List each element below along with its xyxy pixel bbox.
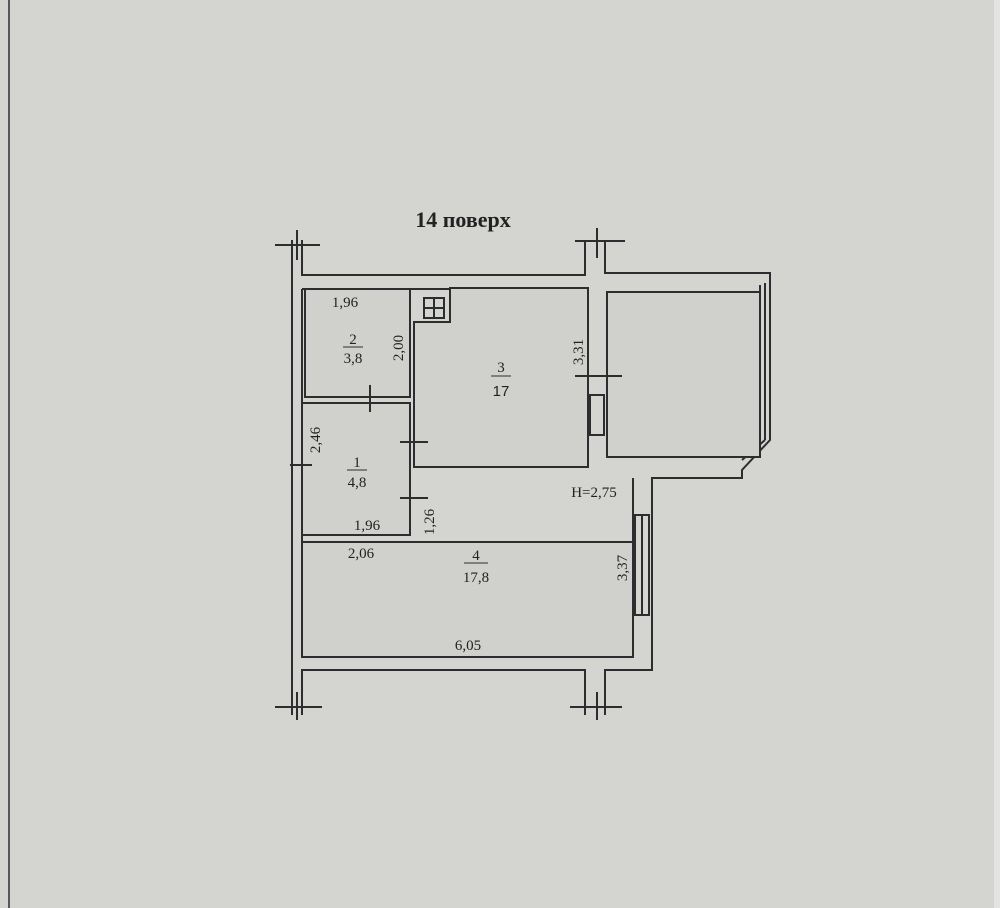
windows-and-doors <box>290 375 650 616</box>
dim-corridor-gap: 1,26 <box>422 508 438 535</box>
room-1-number: 1 <box>353 455 361 471</box>
dim-room2-width: 1,96 <box>332 295 359 311</box>
axis-markers <box>275 228 625 720</box>
room-2-area: 3,8 <box>344 351 363 367</box>
dim-room4-left-width: 2,06 <box>348 546 375 562</box>
dim-room3-height: 3,31 <box>571 339 587 365</box>
ventilation-shaft-icon <box>423 297 445 319</box>
room-2 <box>304 288 411 398</box>
plan-title: 14 поверх <box>415 207 511 232</box>
room-3-number: 3 <box>497 360 505 376</box>
room-3 <box>413 287 589 468</box>
dim-room2-height: 2,00 <box>391 335 407 361</box>
dim-room4-width: 6,05 <box>455 638 481 654</box>
dim-room4-height: 3,37 <box>615 554 631 581</box>
room-1 <box>301 402 411 536</box>
dim-room1-width: 1,96 <box>354 518 381 534</box>
room-4-area: 17,8 <box>463 570 489 586</box>
room-2-number: 2 <box>349 332 357 348</box>
ceiling-height: H=2,75 <box>571 485 617 501</box>
room-1-area: 4,8 <box>348 475 367 491</box>
dim-room1-height: 2,46 <box>308 426 324 453</box>
page-edge <box>8 0 10 908</box>
page-edge-right <box>994 0 1000 908</box>
room-4 <box>301 541 634 658</box>
room-3-area: 17 <box>493 383 510 400</box>
balcony <box>606 291 761 458</box>
room-4-number: 4 <box>472 548 480 564</box>
